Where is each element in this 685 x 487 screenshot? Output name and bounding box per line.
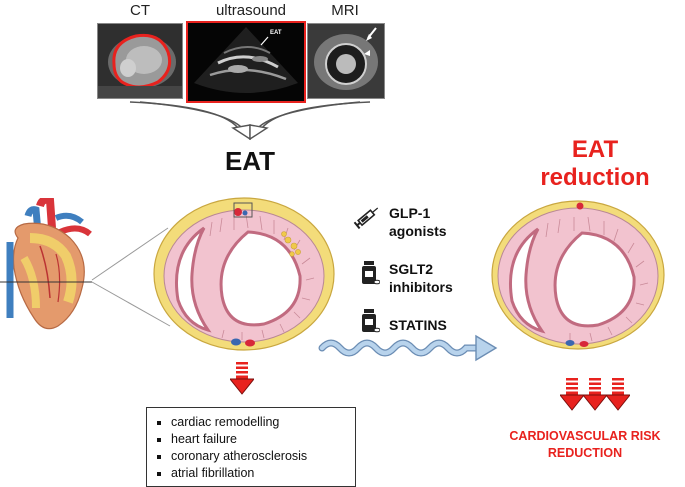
center-title-eat: EAT — [224, 146, 276, 176]
ct-image — [97, 23, 183, 99]
mri-image — [307, 23, 385, 99]
converging-arrows — [129, 101, 371, 140]
risk-reduction-line1: CARDIOVASCULAR RISK — [509, 429, 661, 443]
down-arrow-icon — [230, 362, 254, 395]
right-title-reduction: reduction — [540, 164, 650, 191]
list-item: cardiac remodelling — [171, 414, 345, 431]
pill-bottle-icon — [362, 309, 380, 333]
drug-glp1-line2: agonists — [389, 223, 447, 239]
list-item: coronary atherosclerosis — [171, 448, 345, 465]
down-arrow-icon — [606, 378, 630, 411]
outcomes-list: cardiac remodelling heart failure corona… — [146, 407, 356, 487]
drug-glp1-line1: GLP-1 — [389, 205, 431, 221]
list-item: atrial fibrillation — [171, 465, 345, 482]
wavy-arrow — [318, 334, 498, 362]
heart-cross-section-reduced-eat — [491, 200, 665, 350]
drug-sglt2-line2: inhibitors — [389, 279, 453, 295]
risk-reduction-line2: REDUCTION — [547, 446, 623, 460]
ct-label: CT — [130, 2, 150, 19]
whole-heart-illustration — [0, 198, 92, 330]
down-arrow-icon — [583, 378, 607, 411]
down-arrow-icon — [560, 378, 584, 411]
drug-sglt2-line1: SGLT2 — [389, 261, 434, 277]
pill-bottle-icon — [362, 261, 380, 285]
syringe-icon — [353, 207, 379, 230]
list-item: heart failure — [171, 431, 345, 448]
drug-statins: STATINS — [389, 317, 447, 333]
ultrasound-image: EAT — [186, 21, 306, 103]
mri-label: MRI — [331, 2, 359, 19]
ultrasound-eat-annotation: EAT — [270, 30, 282, 36]
right-title-eat: EAT — [571, 136, 619, 163]
ultrasound-label: ultrasound — [215, 2, 287, 19]
heart-cross-section-with-eat — [153, 197, 335, 351]
